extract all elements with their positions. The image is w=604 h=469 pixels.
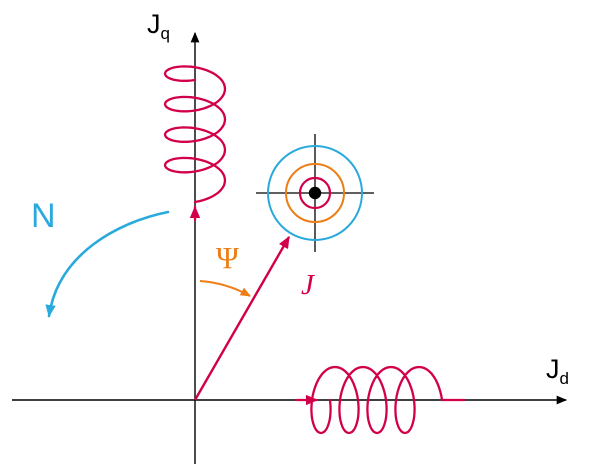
d-axis-label: Jd xyxy=(546,354,569,388)
flux-circle-outer xyxy=(267,145,363,241)
angle-label: Ψ xyxy=(216,240,239,275)
q-axis-coil xyxy=(163,65,227,204)
flux-circle-middle xyxy=(285,163,345,223)
d-axis-coil xyxy=(310,365,444,435)
q-axis-label-sub: q xyxy=(161,24,170,43)
rotation-label: N xyxy=(31,197,56,235)
q-axis-label-base: J xyxy=(147,9,161,39)
flux-out-symbol xyxy=(256,134,374,252)
d-axis-label-sub: d xyxy=(560,369,569,388)
angle-arc xyxy=(199,280,251,297)
flux-circle-inner xyxy=(298,176,332,210)
current-vector xyxy=(193,235,291,401)
q-axis-label: Jq xyxy=(147,9,170,43)
d-axis-label-base: J xyxy=(546,354,560,384)
current-vector-label: J xyxy=(301,269,315,301)
rotation-arc xyxy=(45,210,170,318)
flux-center-dot xyxy=(308,186,322,200)
